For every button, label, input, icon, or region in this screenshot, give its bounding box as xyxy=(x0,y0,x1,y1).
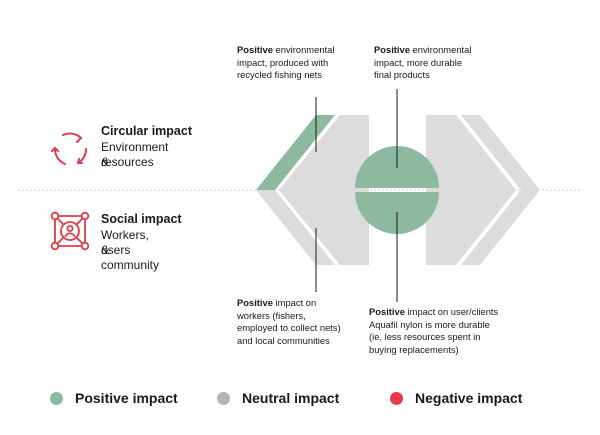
annotation-text: impact on user/clients xyxy=(404,306,499,317)
legend-label: Neutral impact xyxy=(242,390,340,406)
legend-label: Positive impact xyxy=(75,390,178,406)
legend-label: Negative impact xyxy=(415,390,523,406)
annotation-line: (ie, less resources spent in xyxy=(369,331,481,343)
annotation-top-left: Positive environmental impact, produced … xyxy=(237,44,377,82)
right-arrowhead-upper-neutral xyxy=(426,115,516,190)
annotation-bottom-right: Positive impact on user/clients Aquafil … xyxy=(369,306,539,356)
annotation-line: impact, produced with xyxy=(237,56,329,68)
annotation-top-right: Positive environmental impact, more dura… xyxy=(374,44,514,82)
annotation-bottom-left: Positive impact on workers (fishers, emp… xyxy=(237,297,367,347)
category-title: Circular impact xyxy=(101,124,193,138)
legend-swatch xyxy=(217,391,230,405)
annotation-line: buying replacements) xyxy=(369,343,459,355)
left-chevron-lower-neutral xyxy=(256,190,335,265)
legend-item-negative: Negative impact xyxy=(390,388,522,408)
annotation-line: final products xyxy=(374,69,430,81)
legend-item-positive: Positive impact xyxy=(50,388,178,408)
annotation-text: impact on xyxy=(272,297,317,308)
annotation-line: and local communities xyxy=(237,334,330,346)
category-subtitle: & community xyxy=(101,243,160,272)
left-arrowhead-upper-neutral xyxy=(279,115,369,190)
annotation-text: environmental xyxy=(409,44,472,55)
legend-item-neutral: Neutral impact xyxy=(217,388,339,408)
circular-arrows-icon xyxy=(51,132,88,165)
category-subtitle: Environment & xyxy=(101,140,169,169)
legend-swatch xyxy=(50,391,63,405)
annotation-bold: Positive xyxy=(237,44,273,55)
right-chevron-upper-neutral xyxy=(461,115,540,190)
category-subtitle: resources xyxy=(101,155,154,169)
annotation-bold: Positive xyxy=(237,297,273,308)
category-subtitle: Workers, users xyxy=(101,228,149,257)
right-chevron-lower-neutral xyxy=(461,190,540,265)
right-arrowhead-lower-neutral xyxy=(426,190,516,265)
annotation-line: impact, more durable xyxy=(374,56,463,68)
annotation-line: employed to collect nets) xyxy=(237,322,341,334)
annotation-bold: Positive xyxy=(374,44,410,55)
legend-swatch xyxy=(390,391,403,405)
left-arrowhead-lower-neutral xyxy=(279,190,369,265)
annotation-line: Aquafil nylon is more durable xyxy=(369,318,490,330)
annotation-bold: Positive xyxy=(369,306,405,317)
annotation-line: workers (fishers, xyxy=(237,309,306,321)
people-network-icon xyxy=(50,211,90,251)
left-chevron-upper-positive xyxy=(256,115,335,190)
category-title: Social impact xyxy=(101,212,182,226)
annotation-line: recycled fishing nets xyxy=(237,69,322,81)
annotation-text: environmental xyxy=(272,44,335,55)
